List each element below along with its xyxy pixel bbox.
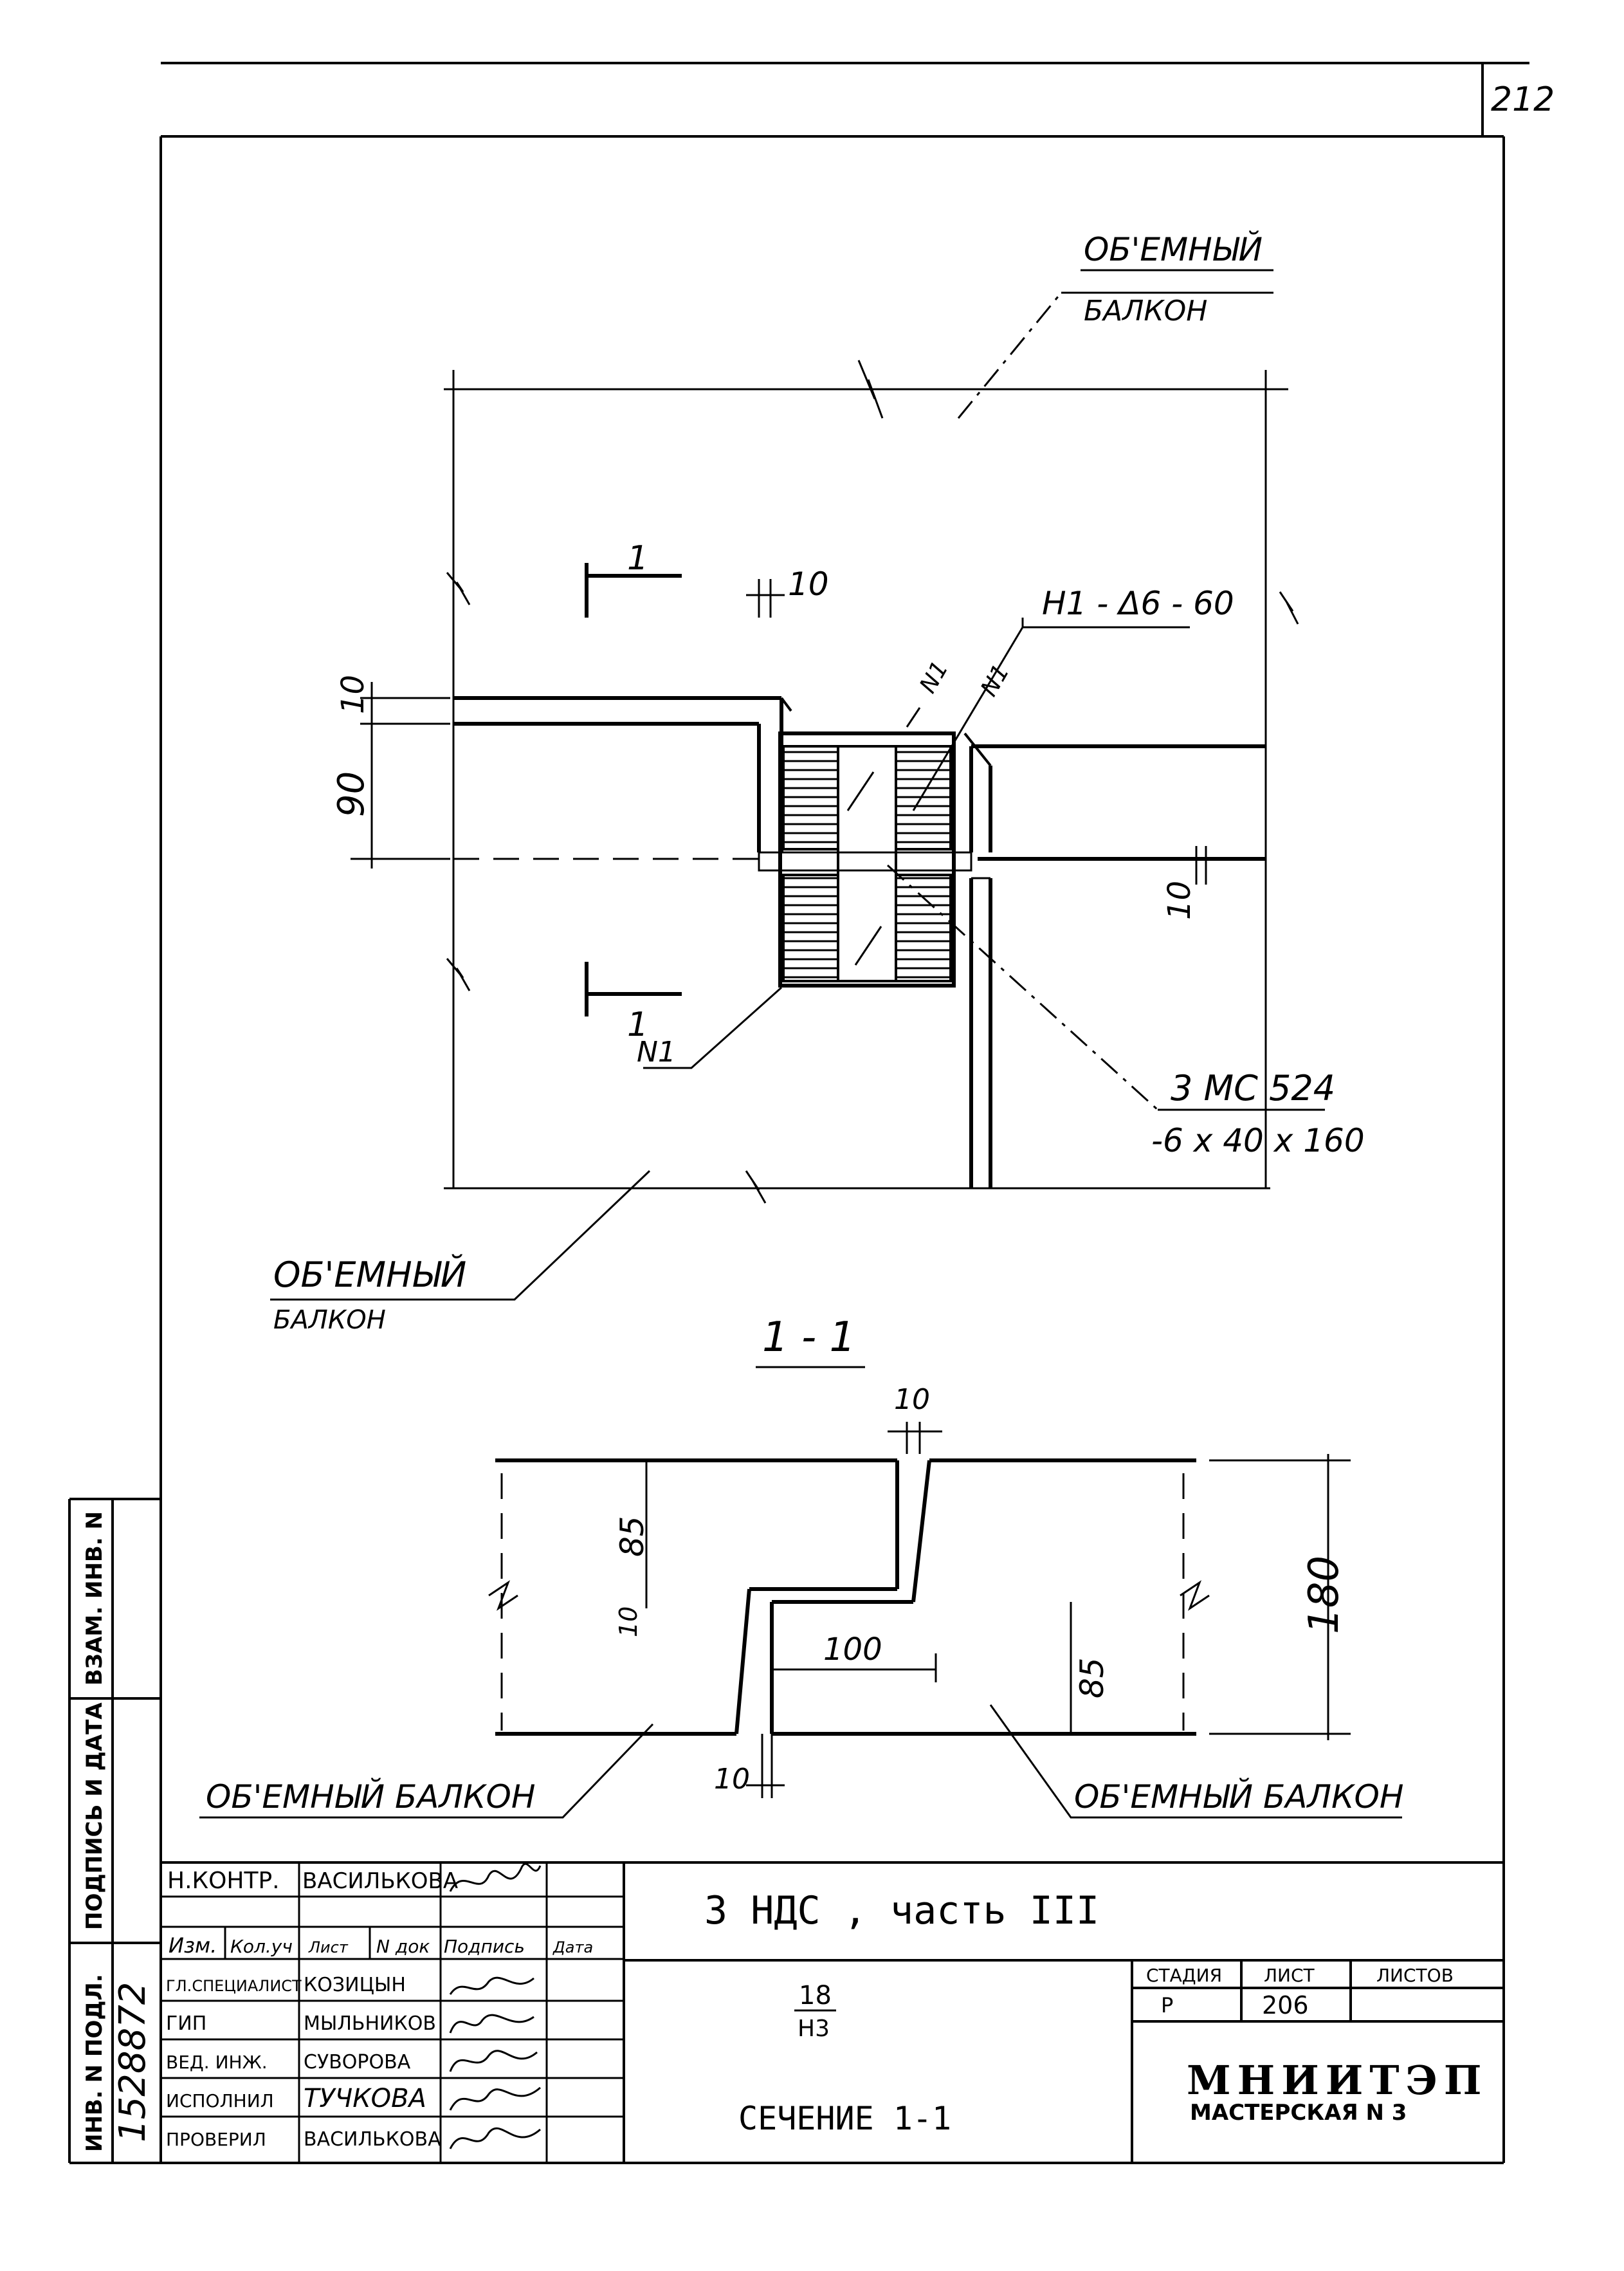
tb-org-line2: МАСТЕРСКАЯ N 3 <box>1190 2100 1407 2126</box>
section-dim-100: 100 <box>823 1632 882 1668</box>
side-inv-number: 1528872 <box>112 1982 154 2142</box>
tb-fraction-top: 18 <box>799 1981 832 2010</box>
label-top-line1: ОБ'ЕМНЫЙ <box>1084 230 1263 268</box>
dim-10-right: 10 <box>1162 881 1198 920</box>
section-label-right: ОБ'ЕМНЫЙ БАЛКОН <box>1074 1778 1404 1816</box>
tb-org-line1: МНИИТЭП <box>1187 2057 1488 2104</box>
label-bottom-line1: ОБ'ЕМНЫЙ <box>273 1255 466 1295</box>
plan-view: 1 1 10 10 90 10 Н1 - Δ6 - 60 N1 N1 N1 3 … <box>270 230 1365 1335</box>
tb-row-2-name: МЫЛЬНИКОВ <box>304 2012 436 2035</box>
tb-sheet-header: ЛИСТ <box>1264 1965 1315 1986</box>
tb-hdr-podpis: Подпись <box>444 1936 525 1957</box>
sheet-frame <box>68 62 1529 2164</box>
tb-hdr-izm: Изм. <box>169 1933 217 1958</box>
section-dim-180: 180 <box>1300 1556 1348 1634</box>
part-label-line2: -6 х 40 х 160 <box>1151 1122 1365 1159</box>
tb-row-1-role: ГЛ.СПЕЦИАЛИСТ <box>166 1977 302 1995</box>
tb-sheet-name: СЕЧЕНИЕ 1-1 <box>738 2100 951 2137</box>
section-dim-10-mid: 10 <box>614 1606 643 1637</box>
section-dim-10-bottom: 10 <box>714 1763 750 1796</box>
tb-row-4-name: ТУЧКОВА <box>304 2084 426 2113</box>
tb-stage-header: СТАДИЯ <box>1146 1965 1222 1986</box>
tb-row-3-role: ВЕД. ИНЖ. <box>166 2052 268 2073</box>
part-label-line1: 3 МС 524 <box>1171 1068 1335 1108</box>
side-col-3: ИНВ. N ПОДЛ. <box>82 1974 107 2152</box>
section-label-left: ОБ'ЕМНЫЙ БАЛКОН <box>206 1778 536 1816</box>
section-mark-bottom: 1 <box>627 1006 648 1044</box>
tb-row-1-name: КОЗИЦЫН <box>304 1974 406 1996</box>
label-bottom-line2: БАЛКОН <box>273 1305 386 1335</box>
dim-10-left: 10 <box>335 675 371 714</box>
side-col-1: ВЗАМ. ИНВ. N <box>82 1511 107 1686</box>
tb-row-top-name: ВАСИЛЬКОВА <box>302 1868 458 1894</box>
section-view: 1 - 1 10 85 10 100 85 <box>199 1314 1404 1819</box>
tb-stage-value: Р <box>1161 1993 1173 2018</box>
section-dim-85-left: 85 <box>614 1516 651 1557</box>
tb-hdr-list: Лист <box>308 1938 349 1956</box>
weld-mark-a: N1 <box>915 657 953 698</box>
tb-row-top-role: Н.КОНТР. <box>167 1868 280 1894</box>
tb-row-2-role: ГИП <box>166 2012 206 2035</box>
section-mark-top: 1 <box>627 539 648 578</box>
section-dim-85-right: 85 <box>1073 1657 1111 1698</box>
dim-90: 90 <box>331 771 372 817</box>
tb-hdr-ndok: N док <box>376 1936 430 1957</box>
label-top-line2: БАЛКОН <box>1084 295 1207 327</box>
tb-row-5-name: ВАСИЛЬКОВА <box>304 2128 441 2151</box>
dim-10-top: 10 <box>788 565 829 603</box>
section-dim-top-10: 10 <box>894 1383 930 1416</box>
side-stamp: ВЗАМ. ИНВ. N ПОДПИСЬ И ДАТА ИНВ. N ПОДЛ.… <box>69 1498 161 2163</box>
side-col-2: ПОДПИСЬ И ДАТА <box>82 1702 107 1930</box>
weld-mark-c: N1 <box>637 1036 676 1069</box>
tb-sheet-value: 206 <box>1262 1991 1309 2019</box>
title-block: Н.КОНТР. ВАСИЛЬКОВА Изм. Кол.уч Лист N д… <box>161 1861 1504 2163</box>
tb-hdr-data: Дата <box>552 1938 593 1956</box>
weld-label: Н1 - Δ6 - 60 <box>1042 585 1234 622</box>
tb-row-4-role: ИСПОЛНИЛ <box>166 2090 274 2111</box>
section-title: 1 - 1 <box>762 1314 855 1361</box>
sheet-number-corner: 212 <box>1491 80 1555 119</box>
tb-project-title: 3 НДС , часть III <box>704 1888 1099 1933</box>
tb-fraction-bottom: Н3 <box>798 2016 830 2042</box>
tb-row-3-name: СУВОРОВА <box>304 2051 411 2073</box>
tb-sheets-header: ЛИСТОВ <box>1376 1965 1454 1986</box>
tb-hdr-koluch: Кол.уч <box>230 1936 293 1957</box>
tb-row-5-role: ПРОВЕРИЛ <box>166 2129 266 2150</box>
